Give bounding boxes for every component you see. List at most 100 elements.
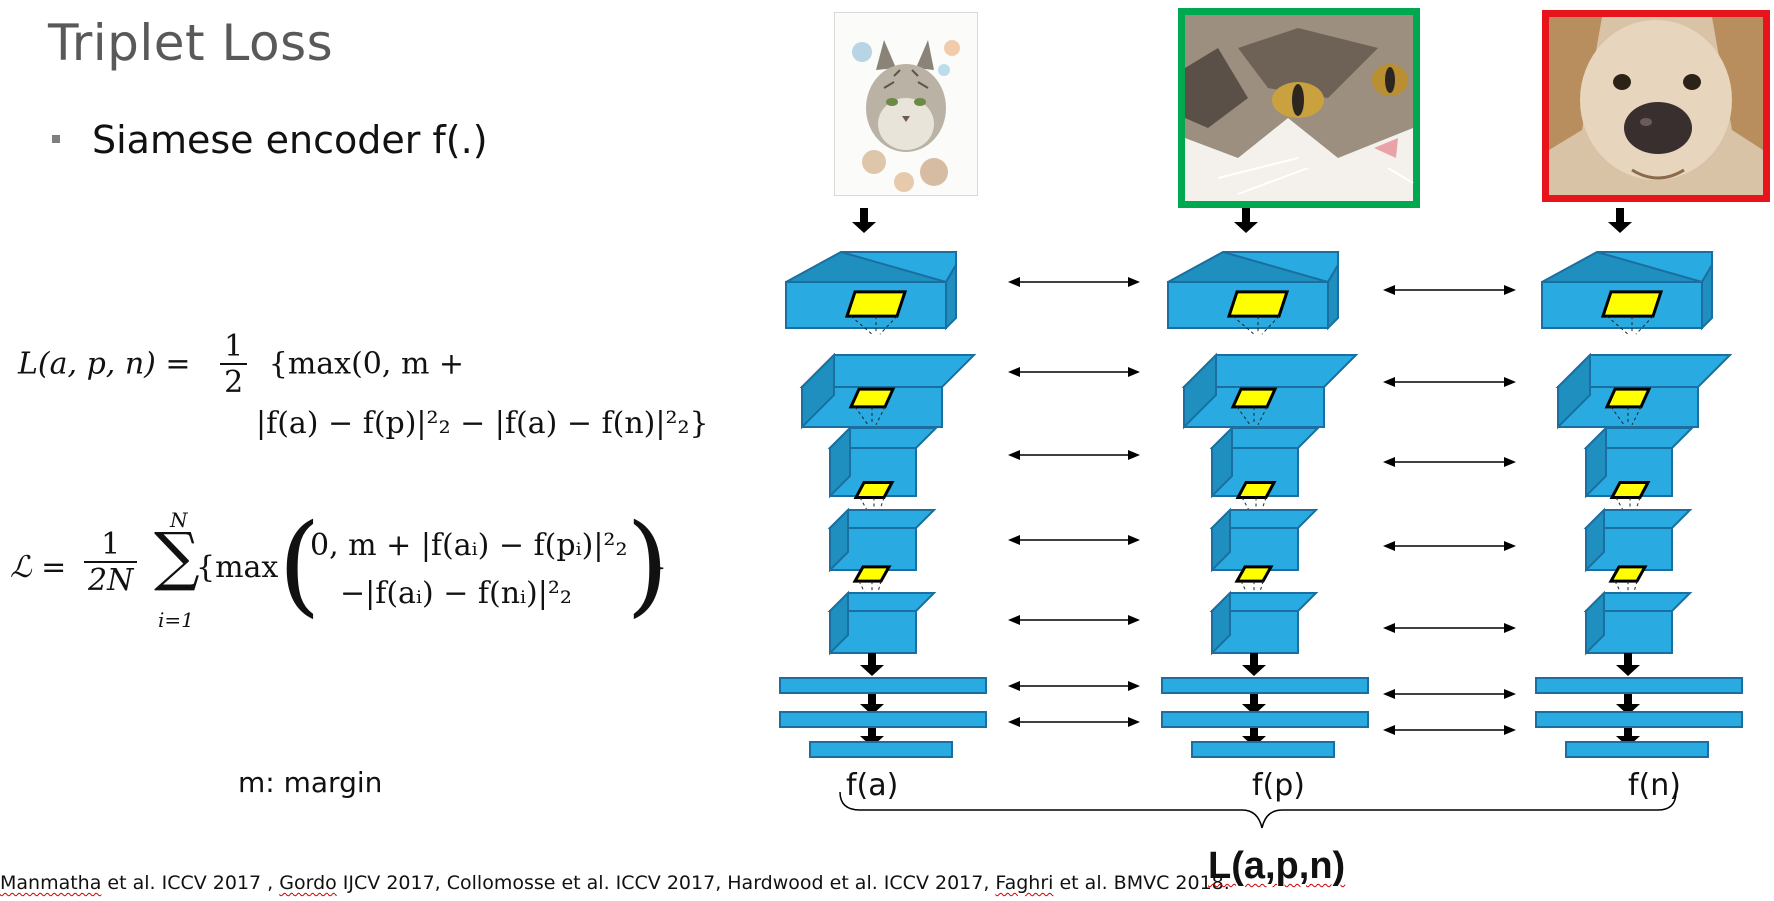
positive-branch-fc-arrow1-head bbox=[1242, 665, 1266, 676]
anchor-branch-kernel3 bbox=[853, 480, 895, 500]
positive-branch-kernel2 bbox=[1230, 387, 1278, 409]
pair-frac-num: 1 bbox=[220, 330, 248, 365]
weight-share-arrow-pn-5-head-right bbox=[1504, 689, 1516, 699]
batch-max-row1: 0, m + |f(aᵢ) − f(pᵢ)|²₂ bbox=[310, 528, 628, 563]
weight-share-arrow-ap-4-head-left bbox=[1008, 615, 1020, 625]
triplet-loss-label: L(a,p,n) bbox=[1208, 845, 1345, 888]
negative-branch-fc-arrow3-head bbox=[1616, 736, 1640, 747]
negative-branch-input-arrow-shaft bbox=[1616, 208, 1624, 222]
margin-note: m: margin bbox=[238, 766, 383, 799]
negative-branch-fc1 bbox=[1535, 677, 1743, 694]
positive-branch-input-arrow-head bbox=[1234, 222, 1258, 233]
batch-frac-num: 1 bbox=[84, 528, 138, 563]
anchor-branch-fc-arrow1-shaft bbox=[868, 653, 876, 665]
anchor-branch-conv2-top bbox=[799, 354, 977, 388]
anchor-branch-conv3-front bbox=[829, 447, 917, 497]
output-label-positive: f(p) bbox=[1252, 768, 1306, 803]
positive-branch-conv4-side bbox=[1211, 507, 1231, 573]
positive-branch-kernel4-projection bbox=[1240, 580, 1264, 600]
negative-branch-kernel1 bbox=[1600, 290, 1664, 318]
batch-loss-lhs: ℒ = bbox=[10, 550, 67, 585]
positive-branch-fc-arrow2-shaft bbox=[1250, 694, 1258, 704]
negative-branch-conv2-side bbox=[1557, 352, 1591, 430]
positive-branch-kernel3 bbox=[1235, 480, 1277, 500]
negative-branch-fc-arrow3-shaft bbox=[1624, 728, 1632, 736]
pair-loss-line2-row: |f(a) − f(p)|²₂ − |f(a) − f(n)|²₂} bbox=[256, 406, 709, 441]
bullet-text: Siamese encoder f(.) bbox=[92, 118, 488, 162]
negative-branch-conv5-front bbox=[1585, 610, 1673, 654]
negative-branch-fc-arrow2-head bbox=[1616, 704, 1640, 715]
weight-share-arrow-ap-5-head-left bbox=[1008, 681, 1020, 691]
weight-share-arrow-ap-2-head-left bbox=[1008, 450, 1020, 460]
positive-branch-fc3 bbox=[1191, 741, 1335, 758]
positive-branch-fc2 bbox=[1161, 711, 1369, 728]
weight-share-arrow-ap-6-head-left bbox=[1008, 717, 1020, 727]
positive-branch-conv4-front bbox=[1211, 527, 1299, 571]
bullet-item: Siamese encoder f(.) bbox=[52, 118, 488, 162]
anchor-branch-kernel2 bbox=[848, 387, 896, 409]
sum-upper-limit: N bbox=[170, 508, 188, 532]
anchor-branch-fc-arrow2-shaft bbox=[868, 694, 876, 704]
weight-share-arrow-ap-6-head-right bbox=[1128, 717, 1140, 727]
ref-part: Faghri bbox=[995, 872, 1054, 894]
positive-branch-kernel1 bbox=[1226, 290, 1290, 318]
negative-branch-kernel2 bbox=[1604, 387, 1652, 409]
batch-max-row2: −|f(aᵢ) − f(nᵢ)|²₂ bbox=[340, 576, 572, 611]
anchor-branch-fc-arrow3-shaft bbox=[868, 728, 876, 736]
anchor-branch-kernel4-projection bbox=[858, 580, 882, 600]
pair-frac-den: 2 bbox=[224, 365, 244, 400]
anchor-branch-conv2-side bbox=[801, 352, 835, 430]
bullet-marker bbox=[52, 134, 60, 143]
positive-branch-conv1-front bbox=[1167, 281, 1329, 329]
positive-branch-conv5-top bbox=[1209, 592, 1319, 612]
slide-title: Triplet Loss bbox=[48, 14, 334, 72]
anchor-branch-fc-arrow2-head bbox=[860, 704, 884, 715]
weight-share-arrow-ap-1-head-right bbox=[1128, 367, 1140, 377]
anchor-branch-kernel1 bbox=[844, 290, 908, 318]
anchor-branch-fc-arrow1-head bbox=[860, 665, 884, 676]
positive-branch-conv5-side bbox=[1211, 590, 1231, 656]
weight-share-arrow-ap-2-head-right bbox=[1128, 450, 1140, 460]
anchor-branch-kernel1-projection bbox=[850, 315, 898, 335]
references: Manmatha et al. ICCV 2017 , Gordo IJCV 2… bbox=[0, 872, 1230, 894]
negative-branch-conv5-top bbox=[1583, 592, 1693, 612]
negative-branch-conv1-front bbox=[1541, 281, 1703, 329]
output-label-anchor: f(a) bbox=[846, 768, 899, 803]
positive-branch-conv5-front bbox=[1211, 610, 1299, 654]
positive-branch-fc-arrow2-head bbox=[1242, 704, 1266, 715]
anchor-branch-kernel2-projection bbox=[854, 406, 886, 426]
weight-share-arrow-pn-6-head-right bbox=[1504, 725, 1516, 735]
anchor-branch-conv5-side bbox=[829, 590, 849, 656]
weight-share-arrow-pn-0-head-left bbox=[1383, 285, 1395, 295]
positive-branch-conv1-side bbox=[1327, 261, 1339, 331]
negative-branch-fc-arrow2-shaft bbox=[1624, 694, 1632, 704]
anchor-branch-conv3-top bbox=[827, 427, 939, 449]
negative-branch-fc2 bbox=[1535, 711, 1743, 728]
ref-part: IJCV 2017, Collomosse et al. ICCV 2017, … bbox=[336, 872, 996, 894]
negative-branch-conv1-right bbox=[1596, 251, 1713, 284]
negative-branch-kernel1-projection bbox=[1606, 315, 1654, 335]
weight-share-arrow-pn-1-head-right bbox=[1504, 377, 1516, 387]
anchor-branch-fc1 bbox=[779, 677, 987, 694]
positive-branch-conv2-front bbox=[1183, 386, 1325, 428]
batch-frac-den: 2N bbox=[88, 563, 134, 598]
positive-branch-fc1 bbox=[1161, 677, 1369, 694]
negative-branch-conv2-top bbox=[1555, 354, 1733, 388]
negative-branch-conv4-side bbox=[1585, 507, 1605, 573]
negative-branch-fc-arrow1-shaft bbox=[1624, 653, 1632, 665]
anchor-branch-kernel3-projection bbox=[859, 497, 885, 516]
negative-branch-conv3-top bbox=[1583, 427, 1695, 449]
close-paren: ) bbox=[626, 500, 669, 628]
negative-image-dog bbox=[1542, 10, 1770, 202]
positive-branch-kernel1-projection bbox=[1232, 315, 1280, 335]
weight-share-arrow-pn-4-head-left bbox=[1383, 623, 1395, 633]
anchor-branch-conv5-top bbox=[827, 592, 937, 612]
negative-branch-fc-arrow1-head bbox=[1616, 665, 1640, 676]
anchor-branch-fc3 bbox=[809, 741, 953, 758]
weight-share-arrow-pn-2-head-right bbox=[1504, 457, 1516, 467]
negative-branch-conv5-side bbox=[1585, 590, 1605, 656]
weight-share-arrow-pn-2-head-left bbox=[1383, 457, 1395, 467]
positive-branch-conv3-side bbox=[1211, 425, 1233, 499]
weight-share-arrow-ap-3-head-right bbox=[1128, 535, 1140, 545]
